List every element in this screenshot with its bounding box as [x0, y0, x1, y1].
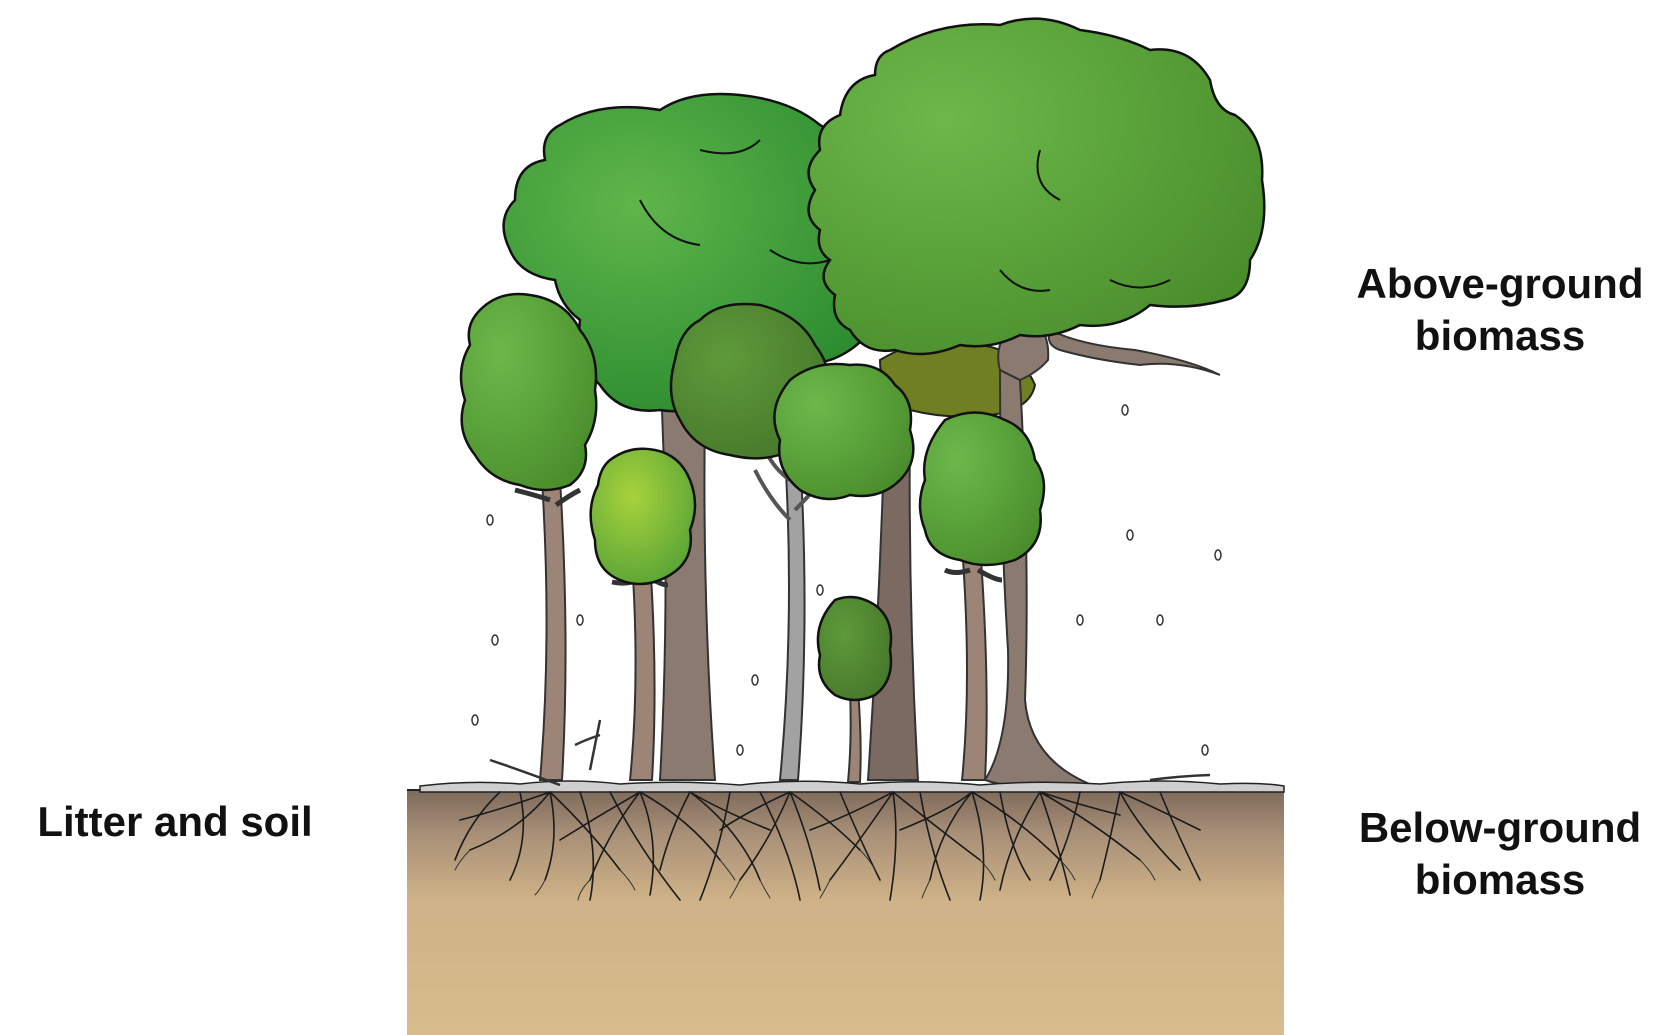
below-ground-line-1: Below-ground	[1330, 802, 1670, 854]
above-ground-line-2: biomass	[1330, 310, 1670, 362]
above-ground-line-1: Above-ground	[1330, 258, 1670, 310]
above-ground-biomass-label: Above-ground biomass	[1330, 258, 1670, 362]
soil-block	[407, 790, 1284, 1035]
below-ground-biomass-label: Below-ground biomass	[1330, 802, 1670, 906]
litter-soil-text: Litter and soil	[0, 796, 350, 848]
canopy-large-right	[809, 19, 1265, 354]
canopy-sapling	[818, 597, 891, 700]
litter-and-soil-label: Litter and soil	[0, 796, 350, 848]
canopy-left-tall	[461, 294, 596, 490]
canopy-right-mid	[920, 413, 1044, 566]
below-ground-line-2: biomass	[1330, 854, 1670, 906]
canopy-center-right	[774, 364, 913, 499]
canopy-left-light	[591, 449, 695, 584]
